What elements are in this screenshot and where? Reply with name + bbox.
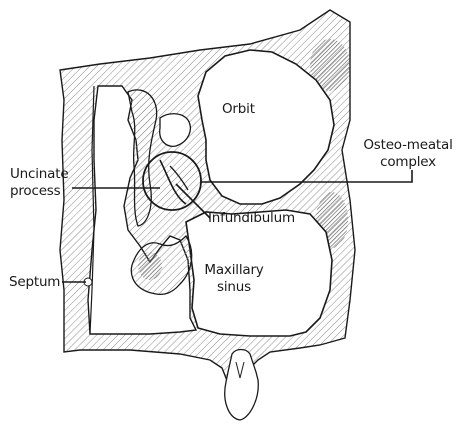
- label-uncinate-line1: Uncinate: [10, 166, 68, 183]
- label-maxillary-line1: Maxillary: [196, 262, 272, 279]
- label-infundibulum: Infundibulum: [208, 210, 295, 227]
- label-osteo-meatal-complex: Osteo-meatal complex: [351, 137, 465, 171]
- label-uncinate-line2: process: [10, 183, 68, 200]
- dark-shading: [138, 252, 162, 280]
- label-omc-line1: Osteo-meatal: [351, 137, 465, 154]
- label-septum: Septum: [9, 274, 60, 291]
- label-maxillary-sinus: Maxillary sinus: [196, 262, 272, 296]
- label-omc-line2: complex: [351, 154, 465, 171]
- label-orbit: Orbit: [222, 101, 255, 118]
- label-uncinate-process: Uncinate process: [10, 166, 68, 200]
- label-maxillary-line2: sinus: [196, 279, 272, 296]
